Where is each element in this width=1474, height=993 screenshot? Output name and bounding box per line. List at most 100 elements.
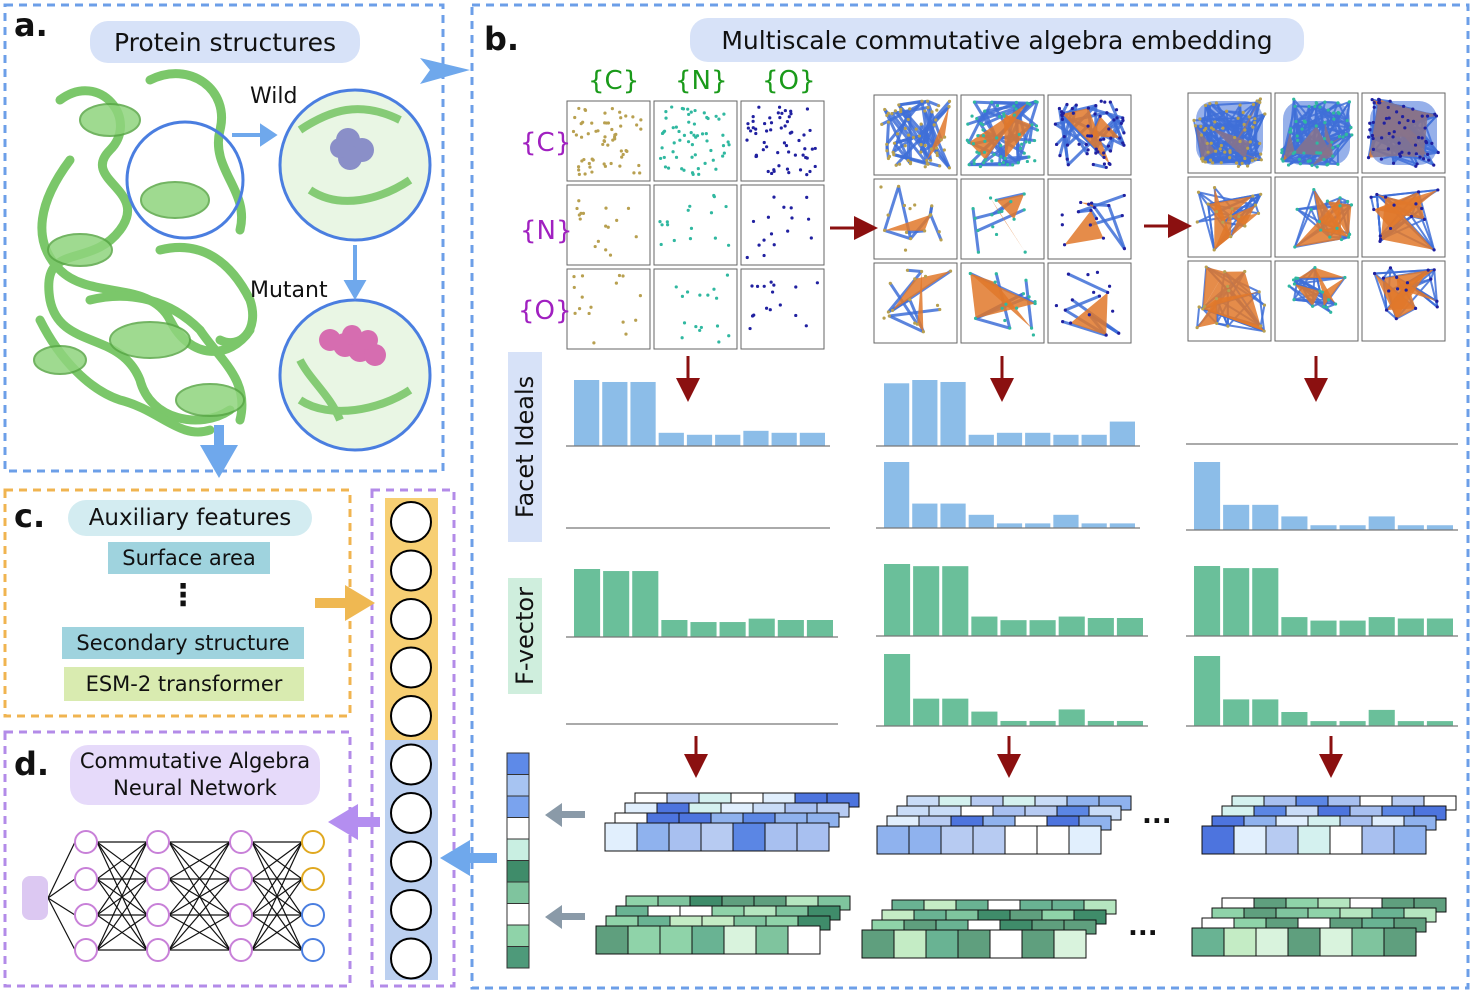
atom-point	[1106, 290, 1110, 295]
point-cloud-cell	[960, 178, 1045, 260]
atom-point	[903, 248, 908, 252]
atom-point	[1027, 155, 1031, 159]
atom-point	[777, 105, 782, 109]
atom-point	[882, 228, 887, 233]
atom-point	[1253, 121, 1257, 125]
complex-edge	[1375, 194, 1382, 237]
atom-point	[1000, 209, 1004, 214]
panel-label-d: d.	[14, 745, 50, 783]
atom-point	[1422, 157, 1426, 161]
atom-point	[1388, 99, 1392, 103]
nn-edge	[47, 897, 76, 951]
row-label-c: {C}	[520, 128, 572, 158]
atom-point	[1331, 146, 1335, 150]
tensor-cell	[861, 929, 895, 959]
atom-point	[808, 128, 812, 133]
atom-point	[1293, 150, 1297, 154]
bar	[942, 698, 969, 726]
atom-point	[1381, 276, 1386, 280]
complex-face	[1202, 271, 1265, 332]
atom-point	[913, 321, 917, 325]
fvector-label: F-vector	[508, 578, 542, 694]
arrow-vector-to-network	[328, 804, 380, 840]
atom-point	[1425, 114, 1430, 118]
atom-point	[919, 150, 923, 154]
atom-point	[770, 171, 774, 176]
atom-point	[694, 135, 698, 139]
nn-edge	[251, 841, 303, 916]
atom-point	[1292, 298, 1296, 302]
nn-output-node	[301, 938, 325, 962]
atom-point	[1418, 155, 1422, 159]
atom-point	[908, 162, 913, 166]
atom-point	[907, 133, 911, 137]
aux-vertical-dots: ⋮	[168, 578, 198, 613]
atom-point	[1310, 304, 1315, 308]
atom-point	[714, 167, 718, 171]
complex-edge	[1077, 194, 1125, 214]
atom-point	[939, 238, 943, 242]
atom-point	[575, 206, 579, 211]
atom-point	[1237, 214, 1241, 219]
atom-point	[680, 167, 684, 171]
atom-point	[1004, 302, 1008, 306]
bar	[1058, 616, 1085, 636]
atom-point	[635, 123, 639, 127]
dense-complex	[1283, 101, 1350, 165]
ellipsis-green: ...	[1128, 912, 1158, 942]
bar	[1194, 566, 1221, 636]
atom-point	[1332, 117, 1336, 121]
atom-point	[983, 139, 987, 143]
atom-point	[1422, 217, 1427, 221]
atom-point	[1435, 305, 1439, 309]
tensor-cell	[700, 822, 734, 852]
atom-point	[1061, 320, 1065, 324]
atom-point	[971, 142, 975, 146]
atom-point	[1294, 119, 1298, 124]
atom-point	[1296, 276, 1300, 280]
atom-point	[798, 168, 803, 172]
atom-point	[1259, 158, 1263, 162]
atom-point	[965, 138, 969, 142]
col-label-o: {O}	[762, 66, 816, 96]
tensor-cell	[691, 925, 725, 955]
atom-point	[1300, 127, 1304, 131]
atom-point	[1407, 151, 1411, 155]
atom-point	[1372, 271, 1377, 276]
complex-edge	[1064, 294, 1101, 312]
atom-point	[1226, 284, 1230, 289]
tensor-green-1	[595, 895, 851, 955]
complex-edge	[906, 135, 911, 161]
cann-title-line1: Commutative Algebra	[79, 749, 311, 773]
point-cloud-cell	[1274, 176, 1359, 258]
atom-point	[892, 141, 897, 145]
atom-point	[1099, 99, 1103, 103]
atom-point	[1107, 127, 1111, 131]
complex-edge	[1105, 111, 1116, 122]
arrow-a-to-c	[200, 425, 238, 478]
point-cloud-cell	[566, 184, 651, 266]
atom-point	[1063, 308, 1067, 312]
bar	[968, 514, 994, 528]
atom-point	[1236, 164, 1241, 169]
atom-point	[1322, 137, 1327, 141]
atom-point	[1027, 140, 1032, 144]
nn-hidden-node	[74, 938, 98, 962]
atom-point	[1319, 228, 1323, 232]
nn-edge	[96, 841, 148, 880]
bar	[1368, 617, 1395, 636]
atom-point	[1212, 248, 1216, 252]
atom-point	[1384, 308, 1389, 312]
complex-face	[884, 214, 931, 231]
atom-point	[926, 162, 930, 166]
atom-point	[1201, 159, 1205, 163]
atom-point	[991, 225, 995, 229]
atom-point	[903, 144, 907, 148]
atom-point	[923, 229, 927, 233]
atom-point	[1247, 115, 1251, 119]
atom-point	[1202, 304, 1207, 308]
dense-complex	[1196, 101, 1263, 165]
atom-point	[806, 217, 811, 221]
atom-point	[680, 336, 684, 340]
vector-neuron	[390, 695, 432, 737]
